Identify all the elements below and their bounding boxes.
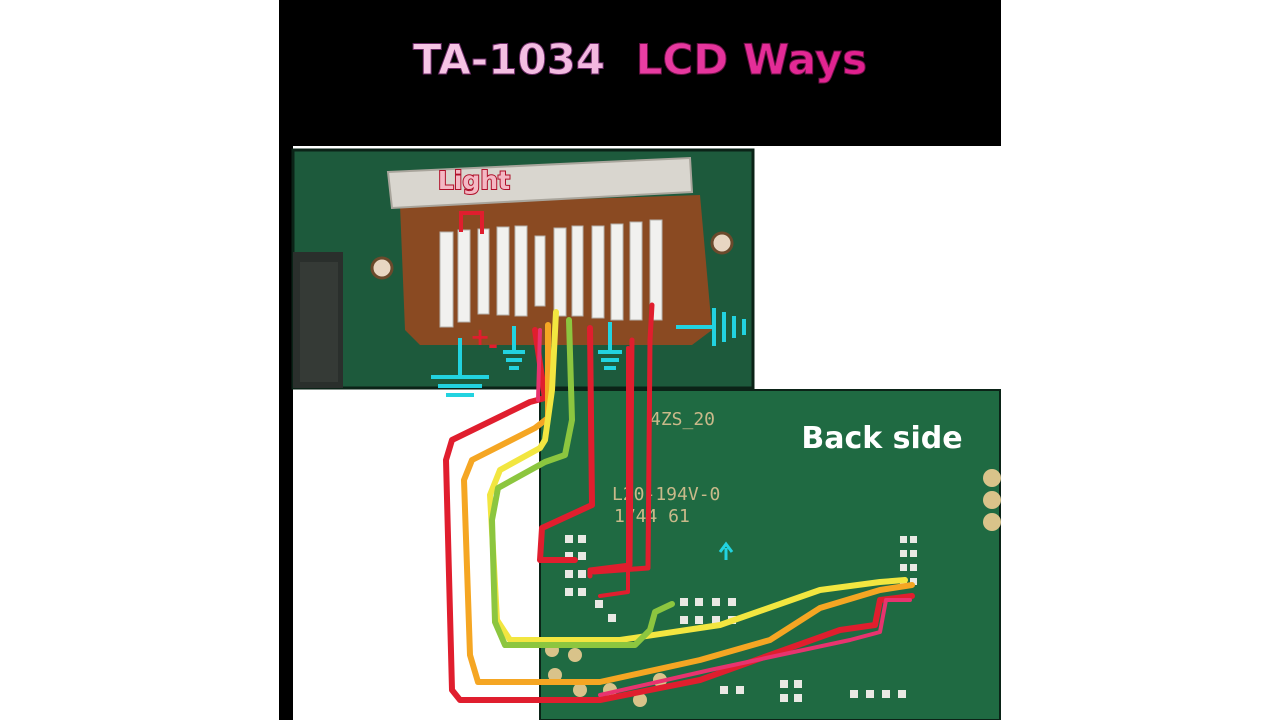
wire-orange <box>461 322 915 685</box>
mount-hole-left <box>370 256 394 280</box>
wire-pink <box>536 328 912 697</box>
wire-red-right-3 <box>598 346 630 598</box>
back-side-photo: 4ZS_20 L20-194V-0 1744 61 <box>539 389 1001 720</box>
title-model: TA-1034 <box>413 35 605 84</box>
wires <box>443 302 915 703</box>
silkscreen-line2: L20-194V-0 <box>612 484 720 505</box>
left-border-strip <box>279 146 293 720</box>
back-side-label: Back side <box>801 421 962 456</box>
ground-symbol-icon <box>503 326 525 370</box>
title-rest: LCD Ways <box>636 35 867 84</box>
wire-red-right-1 <box>587 337 635 579</box>
mount-hole-right <box>710 231 734 255</box>
page-title: TA-1034 LCD Ways <box>413 35 867 84</box>
component-pads <box>565 535 917 702</box>
test-point-marker <box>718 541 734 560</box>
title-bar <box>279 0 1001 146</box>
ground-symbol-icon <box>431 338 489 397</box>
connector-pins <box>439 219 663 328</box>
ground-symbol-icon <box>676 308 746 346</box>
wire-green <box>489 317 675 648</box>
wire-red-outer <box>443 327 915 703</box>
wire-yellow <box>487 309 908 643</box>
connector-shield <box>386 156 694 210</box>
plus-marker: + <box>470 323 490 351</box>
connector-photo <box>291 148 755 390</box>
light-label: Light <box>438 166 510 195</box>
wire-red-center <box>537 325 595 563</box>
ground-symbol-icon <box>598 322 622 370</box>
minus-marker: - <box>488 331 498 359</box>
silkscreen-line1: 4ZS_20 <box>650 409 715 430</box>
light-pin-bracket <box>459 211 484 234</box>
wire-red-right-2 <box>591 302 655 575</box>
silkscreen-line3: 1744 61 <box>614 506 690 527</box>
